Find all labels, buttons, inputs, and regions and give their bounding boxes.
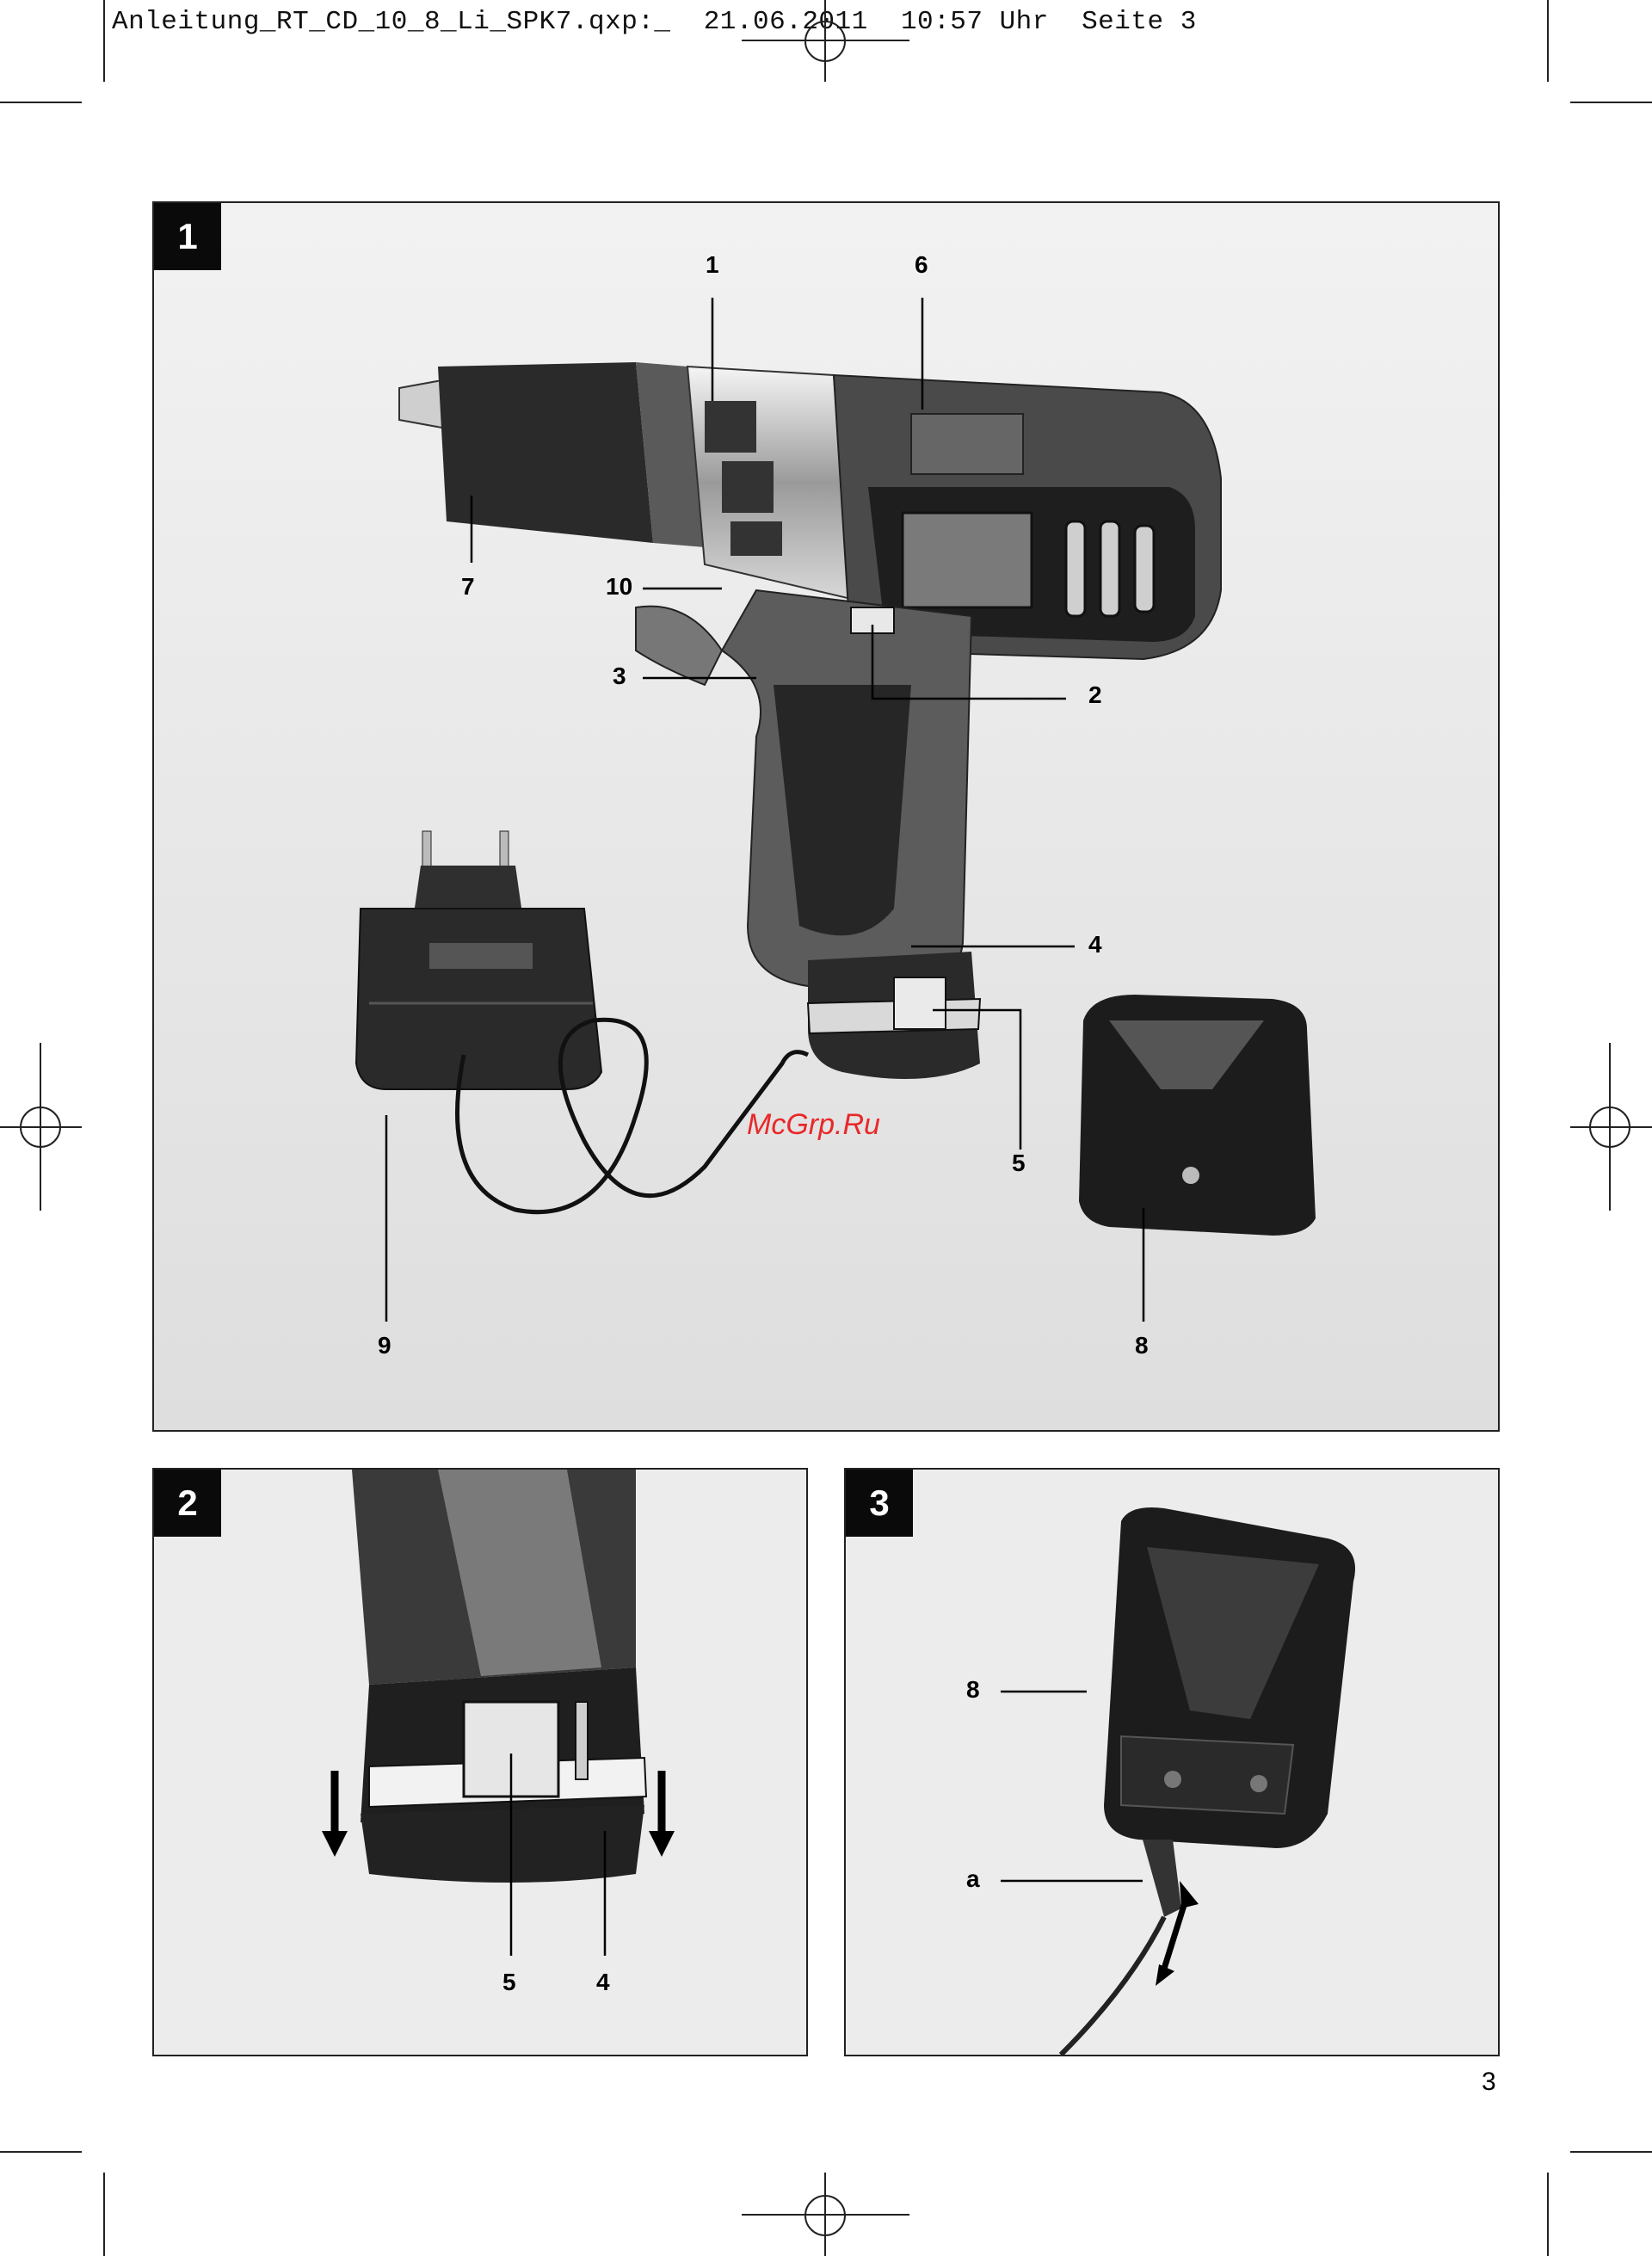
figure-2-number: 2 <box>154 1470 221 1537</box>
callout-10: 10 <box>606 573 632 601</box>
figure-3-number: 3 <box>846 1470 913 1537</box>
callout-1: 1 <box>706 251 719 279</box>
callout-7: 7 <box>461 573 475 601</box>
figure-3-callout-8: 8 <box>966 1676 980 1704</box>
figure-2-callout-4: 4 <box>596 1969 610 1996</box>
callout-4: 4 <box>1088 931 1102 958</box>
figure-3-callout-a: a <box>966 1865 980 1893</box>
callout-5: 5 <box>1012 1150 1026 1177</box>
watermark: McGrp.Ru <box>747 1108 880 1142</box>
callout-2: 2 <box>1088 681 1102 709</box>
header-slug: Anleitung_RT_CD_10_8_Li_SPK7.qxp:_ 21.06… <box>112 7 1197 37</box>
figure-1-panel: 1 1 6 7 10 3 2 4 5 9 8 <box>152 201 1500 1432</box>
figure-1-leaders <box>154 203 1498 1430</box>
figure-2-panel: 2 5 4 <box>152 1468 808 2056</box>
figure-3-panel: 3 8 a <box>844 1468 1500 2056</box>
callout-3: 3 <box>613 663 626 690</box>
callout-9: 9 <box>378 1332 391 1359</box>
figure-2-illustration <box>154 1470 806 2055</box>
page-number: 3 <box>1482 2068 1496 2097</box>
callout-6: 6 <box>915 251 928 279</box>
figure-2-callout-5: 5 <box>502 1969 516 1996</box>
figure-3-illustration <box>846 1470 1498 2055</box>
callout-8: 8 <box>1135 1332 1149 1359</box>
